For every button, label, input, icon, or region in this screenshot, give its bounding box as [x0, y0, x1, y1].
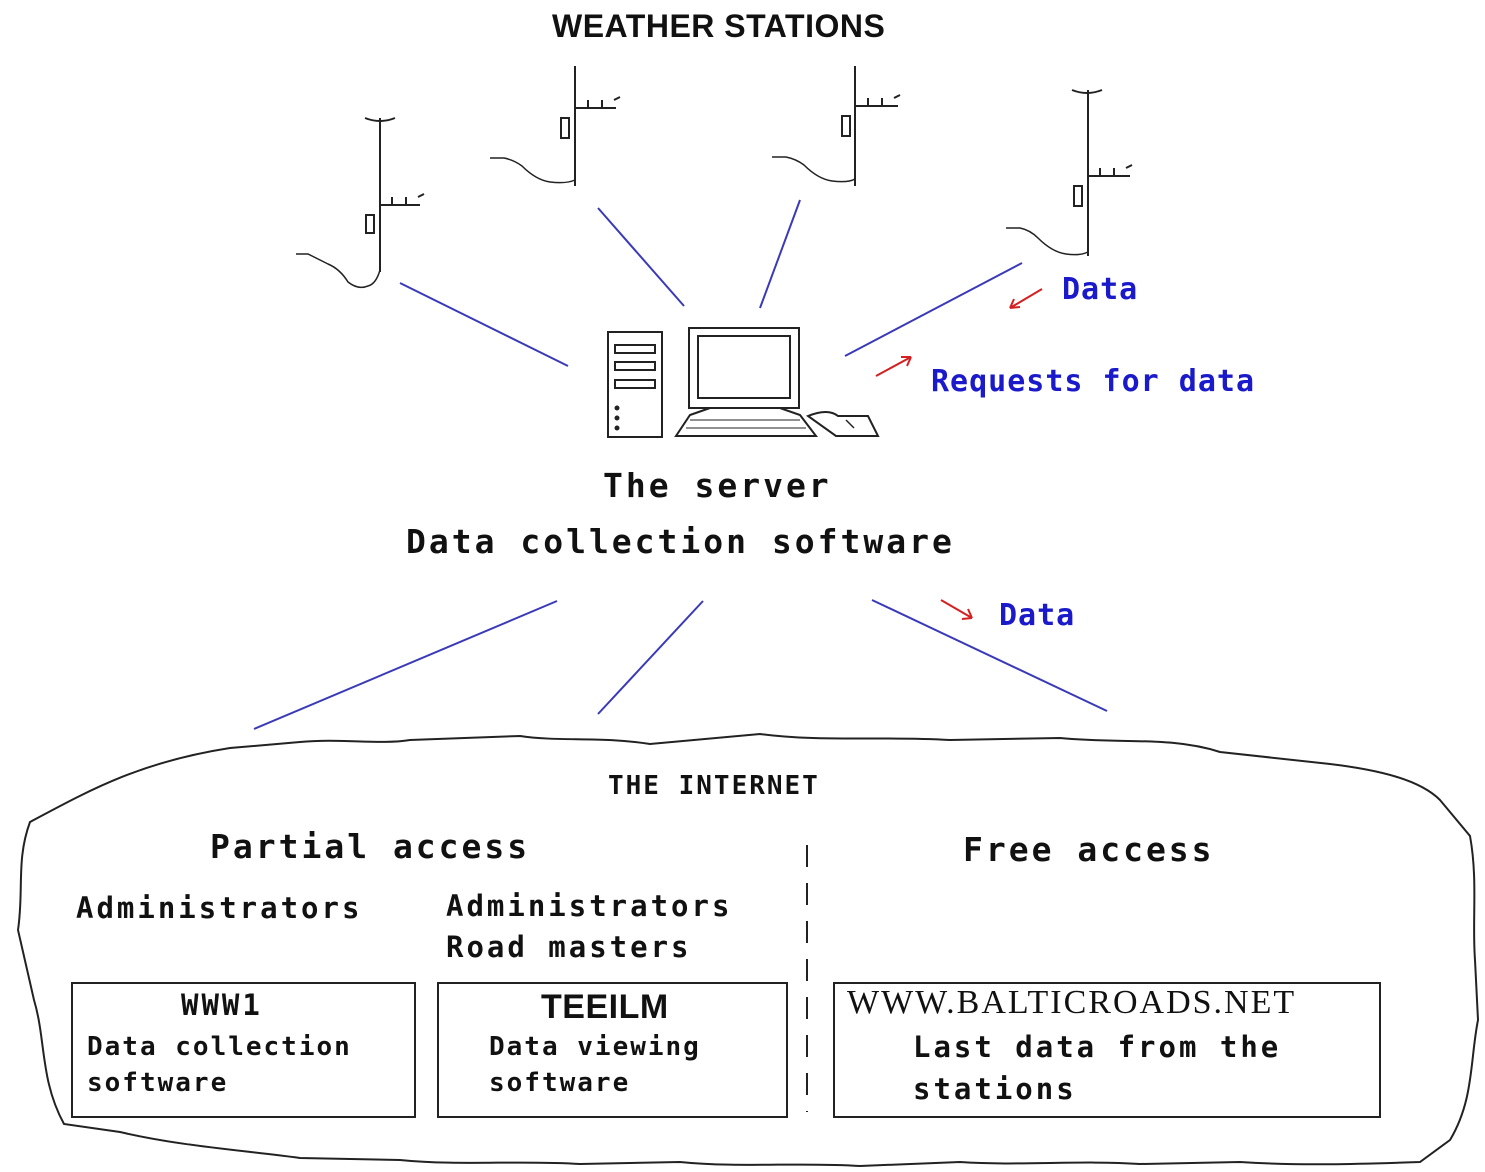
- data-label-stations: Data: [1062, 272, 1139, 307]
- balticroads-title: WWW.BALTICROADS.NET: [847, 984, 1297, 1021]
- requests-label: Requests for data: [931, 364, 1256, 399]
- internet-title: THE INTERNET: [608, 771, 820, 801]
- server-computer-icon: [607, 327, 880, 438]
- teeilm-title: TEEILM: [541, 988, 669, 1026]
- partial-access-label: Partial access: [210, 827, 531, 866]
- weather-station-icon: [490, 66, 621, 186]
- station-links: [399, 199, 1023, 367]
- diagram-title: WEATHER STATIONS: [552, 8, 886, 44]
- internet-links: [253, 599, 1108, 730]
- internet-cloud: [16, 732, 1480, 1168]
- www1-line1: Data collection: [87, 1032, 352, 1062]
- teeilm-line2: software: [489, 1068, 631, 1098]
- flow-arrows: [875, 288, 1043, 620]
- admins-label-2: Administrators: [446, 889, 733, 923]
- balticroads-line1: Last data from the: [913, 1030, 1282, 1064]
- www1-line2: software: [87, 1068, 229, 1098]
- free-access-label: Free access: [963, 830, 1215, 869]
- weather-station-icon: [1006, 89, 1133, 256]
- www1-box: WWW1 Data collection software: [71, 982, 416, 1118]
- admins-label: Administrators: [76, 891, 363, 925]
- teeilm-box: TEEILM Data viewing software: [437, 982, 788, 1118]
- weather-station-icon: [772, 66, 901, 186]
- server-subtitle: Data collection software: [406, 522, 955, 561]
- balticroads-box: WWW.BALTICROADS.NET Last data from the s…: [833, 982, 1381, 1118]
- server-title: The server: [603, 466, 832, 505]
- www1-title: WWW1: [181, 988, 263, 1022]
- teeilm-line1: Data viewing: [489, 1032, 701, 1062]
- road-masters-label: Road masters: [446, 930, 692, 964]
- data-label-internet: Data: [999, 598, 1076, 633]
- weather-station-icon: [296, 117, 425, 289]
- balticroads-line2: stations: [913, 1072, 1077, 1106]
